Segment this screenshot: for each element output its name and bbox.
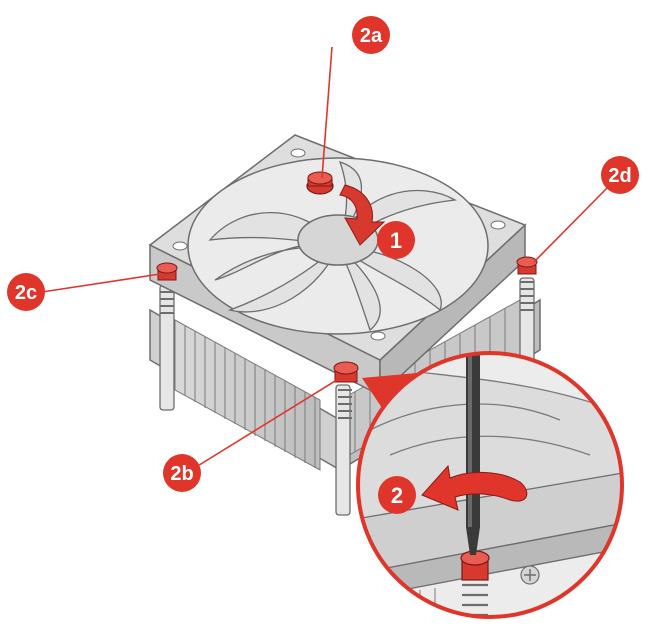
- callout-step-2-label: 2: [391, 483, 403, 508]
- screwdriver-icon: [466, 353, 480, 555]
- callout-2a-label: 2a: [360, 25, 383, 47]
- callout-2b-label: 2b: [170, 463, 193, 485]
- cooling-fan: [148, 134, 527, 397]
- heatsink-fins-left: [174, 319, 321, 471]
- screw-2c[interactable]: [156, 262, 178, 281]
- screws: [156, 171, 538, 383]
- callout-step-2: 2: [378, 476, 416, 514]
- arrow-down-icon: [339, 184, 386, 246]
- fan-corner-holes: [172, 148, 506, 341]
- callout-2b: 2b: [163, 454, 201, 492]
- screw-2b[interactable]: [333, 361, 359, 383]
- callout-2c-label: 2c: [15, 282, 37, 304]
- callout-2d: 2d: [601, 156, 639, 194]
- leader-lines: [41, 46, 611, 468]
- callout-step-1: 1: [377, 221, 415, 259]
- callout-2a: 2a: [352, 16, 390, 54]
- screw-2a[interactable]: [306, 171, 334, 195]
- callout-2d-label: 2d: [608, 165, 631, 187]
- callout-2c: 2c: [7, 273, 45, 311]
- screw-2d[interactable]: [516, 256, 538, 275]
- callout-step-1-label: 1: [390, 228, 402, 253]
- curved-arrow-left-icon: [421, 464, 528, 511]
